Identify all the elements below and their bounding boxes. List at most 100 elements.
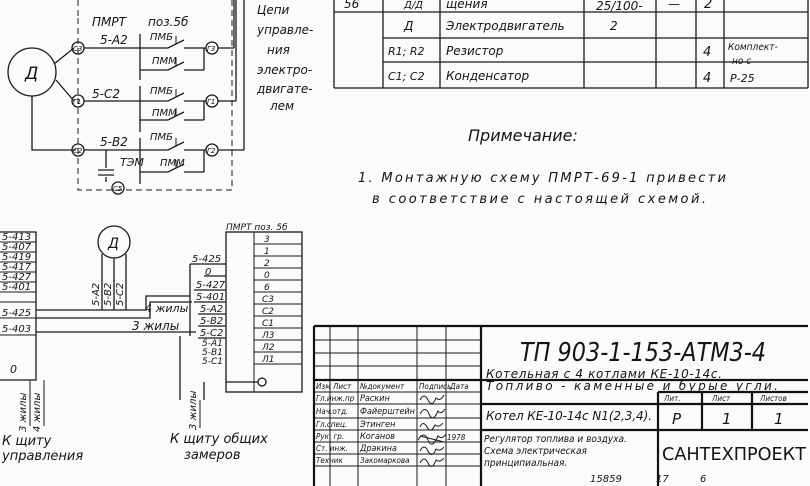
block-left-label: 5-С1 bbox=[202, 357, 223, 367]
spec-note: Комплект- bbox=[728, 42, 778, 53]
terminal-label: Г1 bbox=[207, 98, 215, 106]
spec-count: 4 bbox=[703, 71, 711, 86]
wire-label: 5-А2 bbox=[100, 33, 128, 47]
header-pos: поз.5б bbox=[148, 15, 189, 29]
title-block: ТП 903-1-153-АТМ3-4 Котельная с 4 котлам… bbox=[312, 324, 808, 486]
sheets-header: Листов bbox=[759, 394, 787, 403]
wire-vert: 5-А2 bbox=[91, 283, 102, 306]
tem-label: ТЭМ bbox=[120, 156, 144, 169]
relay-label: ПММ bbox=[152, 56, 177, 67]
control-panel-strip: 5-413 5-407 5-419 5-417 5-427 5-401 5-42… bbox=[0, 231, 83, 464]
desc-line: Схема электрическая bbox=[484, 446, 588, 457]
role: Гл.спец. bbox=[316, 420, 347, 429]
spec-ref: R1; R2 bbox=[388, 45, 425, 58]
block-left-label: 5-С2 bbox=[200, 328, 223, 339]
footer-num: 15859 bbox=[590, 474, 622, 485]
footer-numbers: 15859 17 6 bbox=[590, 474, 706, 485]
block-left-label: 0 bbox=[205, 267, 211, 278]
strip-label: 5-419 bbox=[2, 252, 31, 263]
col-header: Лист bbox=[332, 382, 352, 391]
block-left-label: 5-401 bbox=[196, 292, 225, 303]
specification-table: 56 Д/Д щения 25/100- 2 — 2 Д Электродвиг… bbox=[333, 0, 809, 89]
relay-label: ПММ bbox=[160, 158, 185, 169]
relay-label: ПМБ bbox=[150, 86, 173, 97]
terminal-label: С3 bbox=[73, 45, 82, 53]
strip-label: 5-427 bbox=[2, 272, 32, 283]
sheets-value: 1 bbox=[774, 410, 784, 428]
block-left-label: 5-В2 bbox=[200, 316, 223, 327]
spec-count: 4 bbox=[703, 45, 711, 60]
header-pmrt: ПМРТ bbox=[92, 15, 128, 29]
control-text: электро- bbox=[257, 63, 312, 77]
role: Ст. инж. bbox=[316, 444, 348, 453]
spec-qty: 25/100- bbox=[596, 0, 643, 13]
wire-vert: 5-С2 bbox=[115, 283, 126, 306]
dest-label: К щиту bbox=[2, 434, 52, 449]
person-name: Файерштейн bbox=[360, 407, 415, 417]
strip-label: 5-417 bbox=[2, 262, 32, 273]
desc-line: Регулятор топлива и воздуха. bbox=[484, 434, 627, 445]
person-name: Дракина bbox=[359, 444, 397, 454]
spec-pos: 56 bbox=[344, 0, 360, 11]
block-dest: К щиту общих bbox=[170, 432, 268, 447]
block-lug bbox=[257, 377, 267, 387]
spec-count: 2 bbox=[704, 0, 712, 12]
sheet-header: Лист bbox=[711, 394, 731, 403]
person-name: Этинген bbox=[359, 420, 395, 430]
spec-note: Р-25 bbox=[730, 72, 755, 85]
note-line: 1. Монтажную схему ПМРТ-69-1 привести bbox=[358, 171, 726, 186]
motor-label: Д bbox=[24, 64, 38, 84]
control-text: Цепи bbox=[257, 3, 290, 17]
person-name: Раскин bbox=[360, 394, 390, 404]
desc-line: принципиальная. bbox=[484, 458, 567, 469]
top-schematic: ПМРТ поз.5б Д С3 Г1 С2 С5 5-А2 5-С2 5-В2 bbox=[7, 0, 245, 195]
block-left-label: 5-425 bbox=[192, 254, 221, 265]
footer-n2: 6 bbox=[700, 474, 706, 485]
cable-label-4: 4 жилы bbox=[145, 302, 189, 315]
spec-ref: Д bbox=[403, 19, 413, 33]
spec-dash: — bbox=[668, 0, 680, 11]
relay-contacts bbox=[148, 36, 205, 173]
block-header: ПМРТ поз. 5б bbox=[226, 223, 288, 233]
spec-qty-2: 2 bbox=[610, 19, 618, 33]
block-right-label: Л2 bbox=[261, 343, 275, 353]
spec-note-extra: но с bbox=[732, 56, 751, 67]
block-right-label: Л3 bbox=[261, 331, 275, 341]
control-text: лем bbox=[269, 99, 294, 113]
block-right-label: 3 bbox=[264, 235, 270, 245]
sheet-value: 1 bbox=[722, 410, 732, 428]
relay-label: ПММ bbox=[152, 108, 177, 119]
spec-name: щения bbox=[446, 0, 488, 11]
role: Рук. гр. bbox=[316, 432, 344, 441]
spec-name: Конденсатор bbox=[446, 69, 530, 83]
block-left-label: 5-А1 bbox=[202, 339, 223, 349]
lit-value: Р bbox=[672, 410, 682, 428]
person-name: Коганов bbox=[360, 432, 395, 442]
terminal-label: С2 bbox=[73, 147, 83, 155]
vert-cable-4: 4 жилы bbox=[32, 393, 43, 432]
col-header: Изм bbox=[316, 382, 331, 391]
strip-zero: 0 bbox=[10, 363, 17, 376]
pmrt-terminal-block: ПМРТ поз. 5б 3 1 2 0 6 С3 С2 С1 Л3 Л2 Л1… bbox=[170, 223, 303, 463]
block-right-label: 2 bbox=[264, 259, 270, 269]
block-right-label: С2 bbox=[262, 307, 274, 317]
block-left-label: 5-А2 bbox=[200, 304, 223, 315]
control-circuits-label: Цепи управле- ния электро- двигате- лем bbox=[256, 3, 313, 113]
col-header: Подпись bbox=[419, 382, 451, 391]
year: 1978 bbox=[447, 433, 466, 442]
signatures bbox=[417, 394, 447, 467]
terminal-c5 bbox=[111, 181, 125, 195]
spec-name: Резистор bbox=[446, 44, 504, 58]
strip-label: 5-401 bbox=[2, 282, 31, 293]
lit-header: Лит. bbox=[663, 394, 681, 403]
terminal-label: Г2 bbox=[207, 147, 216, 155]
block-dest: замеров bbox=[184, 448, 241, 463]
note-line: в соответствие с настоящей схемой. bbox=[372, 192, 706, 207]
terminal-label: Г3 bbox=[207, 45, 215, 53]
strip-label: 5-413 bbox=[2, 232, 31, 243]
block-right-label: С1 bbox=[262, 319, 274, 329]
relay-label: ПМБ bbox=[150, 132, 173, 143]
note-block: Примечание: 1. Монтажную схему ПМРТ-69-1… bbox=[358, 126, 726, 207]
col-header: Дата bbox=[449, 382, 469, 391]
